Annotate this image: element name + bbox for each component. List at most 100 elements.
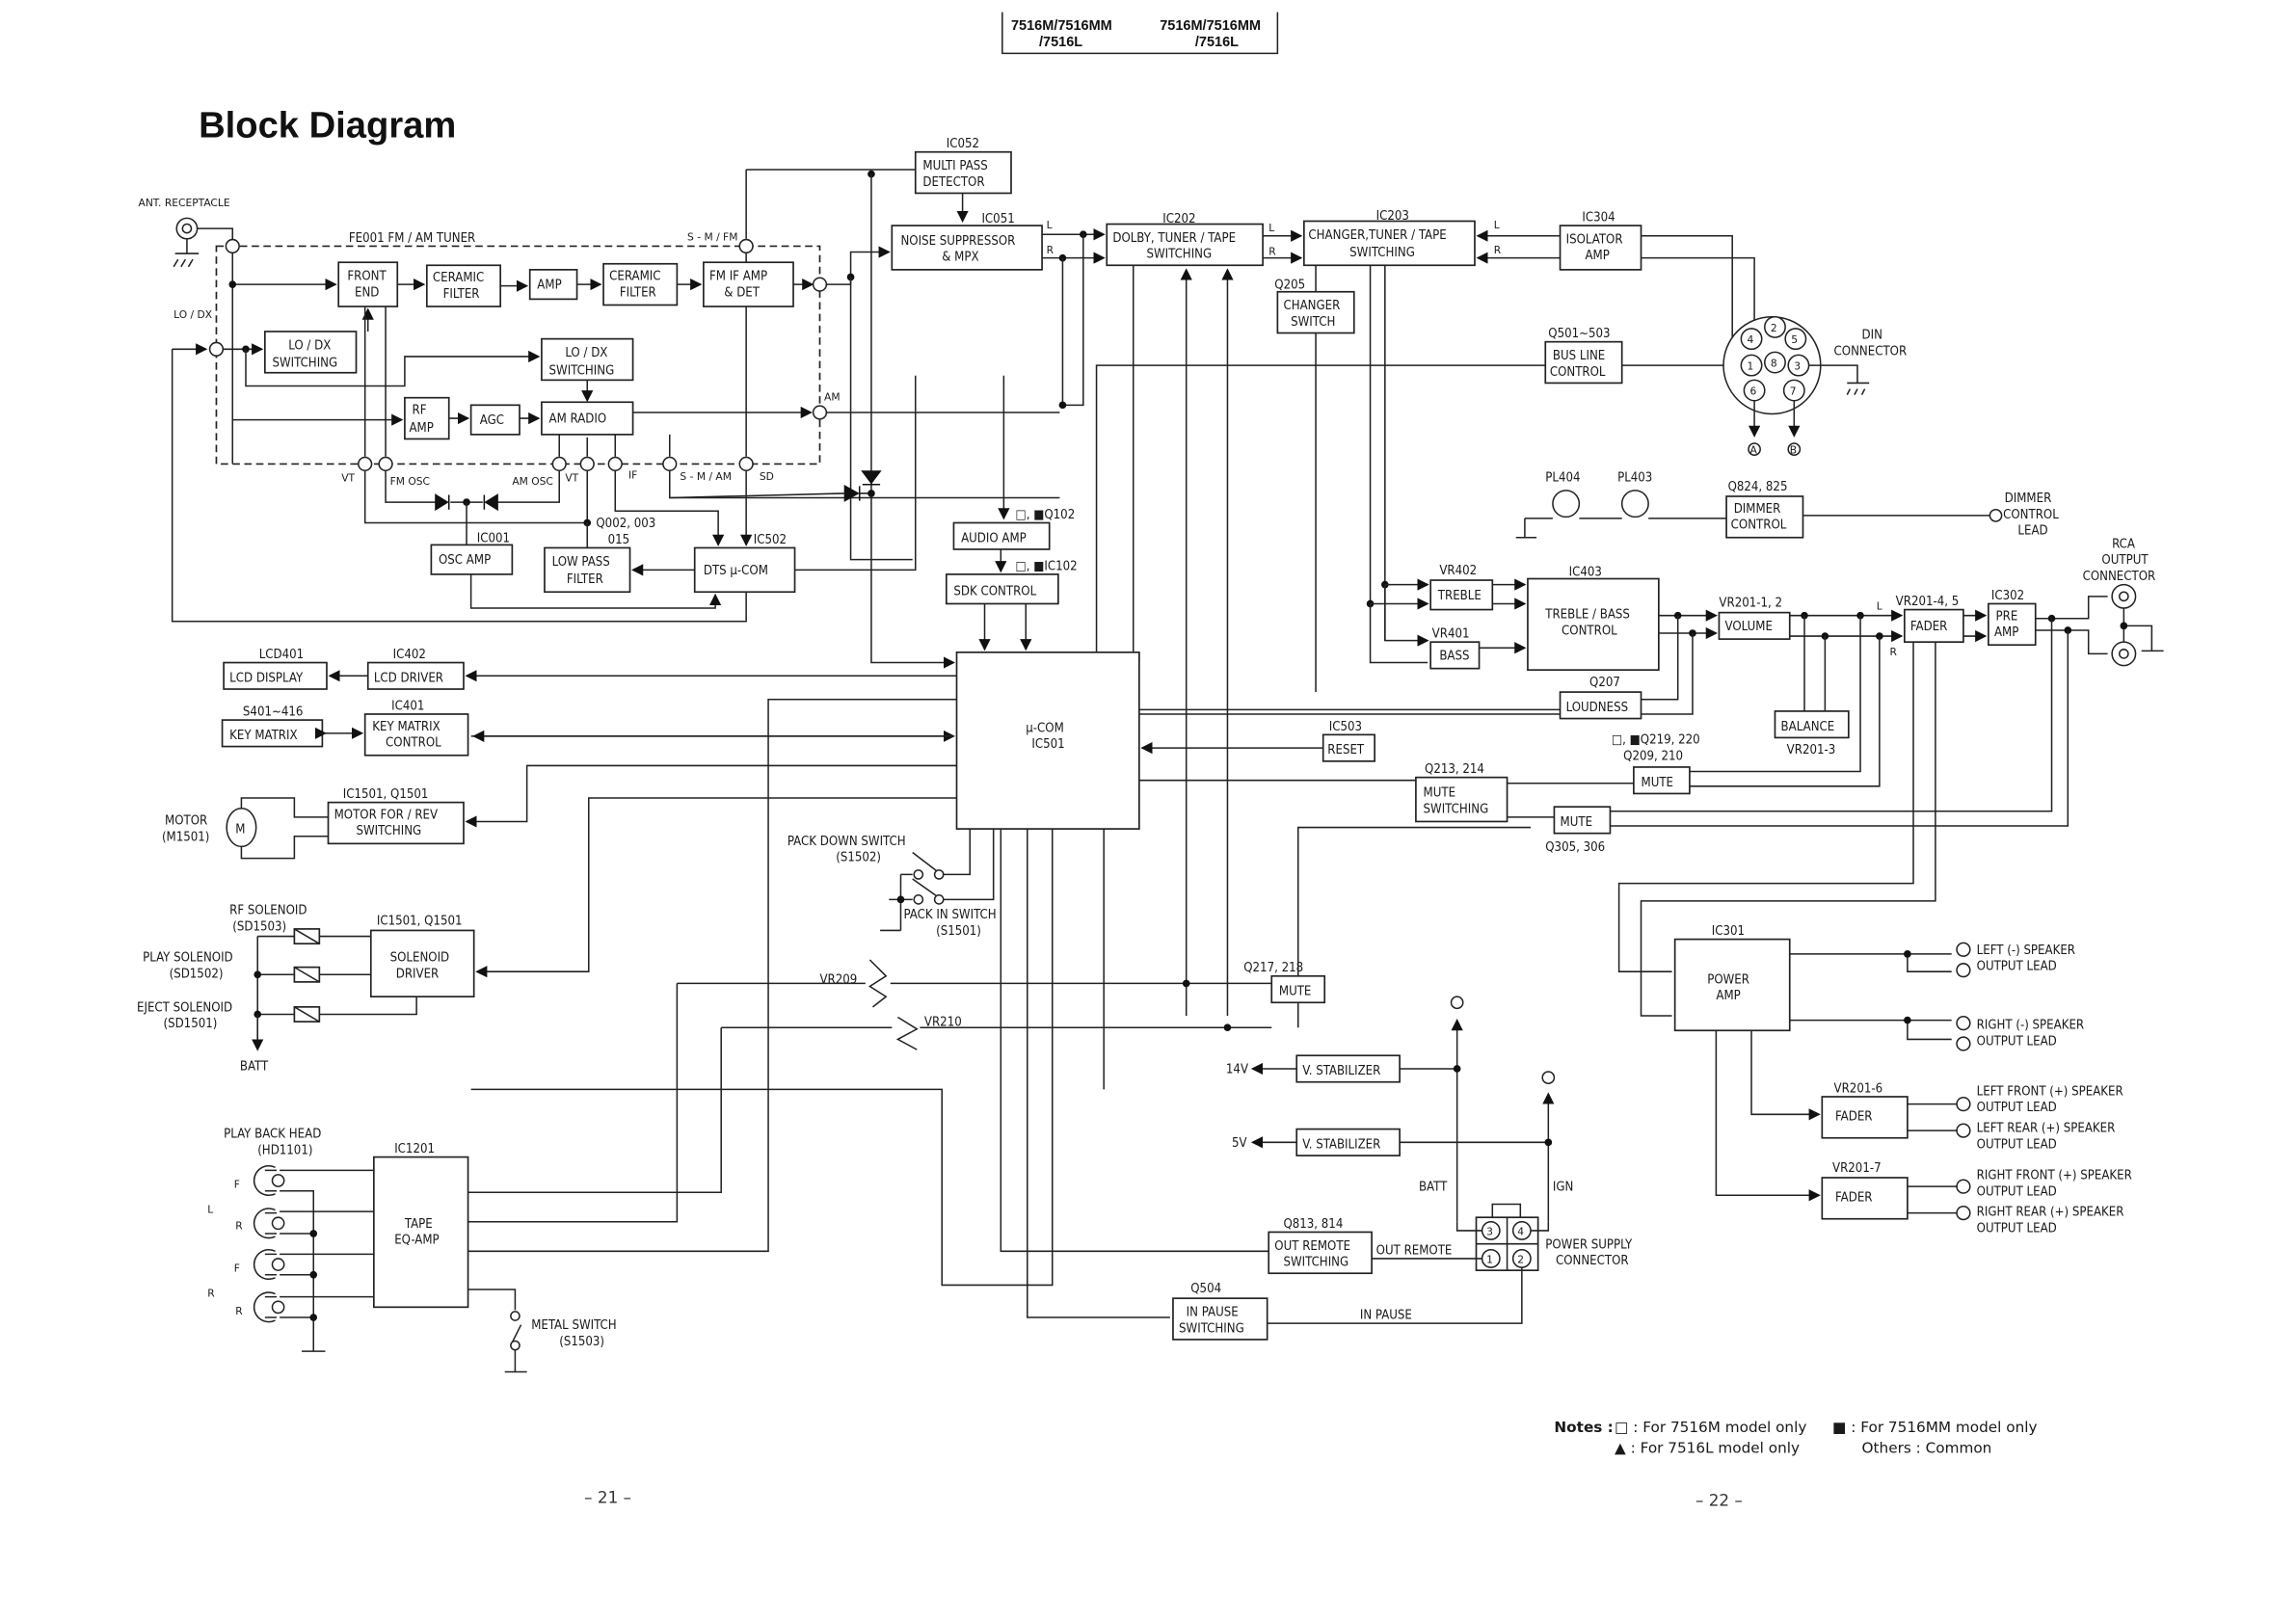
part-label: IC302: [1991, 589, 2024, 603]
part-label: IC001: [477, 531, 510, 545]
pin-label: 2: [1771, 322, 1777, 334]
part-label: IC301: [1712, 924, 1745, 939]
volume-block: [1718, 611, 1791, 640]
signal-label: IN PAUSE: [1360, 1309, 1412, 1323]
solenoid-label: (SD1502): [170, 967, 224, 981]
block-label: LOUDNESS: [1566, 701, 1628, 715]
part-label: VR201-3: [1787, 743, 1836, 757]
pin-label: AM OSC: [512, 475, 553, 488]
block-label: TREBLE / BASS: [1544, 608, 1630, 623]
page-number-right: – 22 –: [1695, 1490, 1743, 1509]
block-label: DETECTOR: [922, 175, 984, 190]
part-label: IC403: [1569, 565, 1602, 579]
block-label: SWITCHING: [549, 363, 615, 378]
voltage-label: 5V: [1232, 1136, 1247, 1151]
block-label: NOISE SUPPRESSOR: [900, 234, 1015, 249]
note-item: ■ : For 7516MM model only: [1832, 1419, 2037, 1436]
model-label: /7516L: [1039, 35, 1082, 50]
speaker-label: RIGHT (-) SPEAKER: [1977, 1019, 2084, 1033]
peripherals-section: LCD401 LCD DISPLAY IC402 LCD DRIVER S401…: [137, 648, 1531, 1318]
block-label: MUTE: [1279, 985, 1312, 999]
fader-vr201-7-block: [1821, 1177, 1909, 1220]
batt-label: BATT: [240, 1060, 269, 1075]
page-number-left: – 21 –: [584, 1487, 631, 1506]
block-label: FM IF AMP: [709, 270, 767, 284]
dimmer-control-block: [1725, 495, 1804, 539]
block-label: ISOLATOR: [1566, 232, 1623, 247]
model-label: /7516L: [1195, 35, 1239, 50]
mute-q209-block: [1633, 766, 1691, 795]
block-label: TAPE: [404, 1217, 433, 1232]
solenoid-label: RF SOLENOID: [229, 904, 307, 918]
pin-label: SD: [760, 470, 774, 483]
smfm-label: S - M / FM: [687, 230, 737, 243]
page-title: Block Diagram: [199, 104, 456, 146]
part-label: Q504: [1190, 1282, 1221, 1296]
block-label: AGC: [480, 413, 504, 428]
block-label: PRE: [1996, 609, 2018, 624]
part-label: 015: [608, 533, 630, 547]
part-label: VR201-6: [1834, 1081, 1883, 1096]
part-label: VR201-1, 2: [1719, 597, 1782, 611]
block-label: & MPX: [942, 251, 978, 265]
block-label: LCD DISPLAY: [229, 671, 304, 685]
key-matrix-control-block: [363, 713, 469, 757]
block-label: FILTER: [443, 287, 480, 302]
solenoid-label: EJECT SOLENOID: [137, 1000, 232, 1015]
block-label: AMP: [537, 279, 561, 293]
block-label: BALANCE: [1781, 720, 1835, 734]
head-f-label: F: [234, 1179, 240, 1191]
am-radio-block: [541, 401, 634, 436]
rf-amp-block: [404, 396, 450, 440]
solenoid-label: (SD1503): [232, 919, 286, 934]
part-label: PL403: [1617, 471, 1652, 486]
part-label: VR210: [924, 1016, 962, 1030]
rca-label: CONNECTOR: [2083, 570, 2156, 584]
model-label: 7516M/7516MM: [1011, 18, 1112, 34]
channel-label: L: [1047, 219, 1053, 231]
noise-suppressor-block: [891, 225, 1043, 271]
pin-label: 4: [1517, 1226, 1524, 1238]
amp-block: [528, 269, 578, 301]
pin-label: 2: [1517, 1254, 1524, 1266]
pin-label: VT: [341, 472, 355, 485]
channel-label: R: [1268, 246, 1276, 258]
speaker-label: LEFT REAR (+) SPEAKER: [1977, 1122, 2116, 1136]
motor-symbol: M: [235, 823, 245, 837]
block-label: LOW PASS: [552, 555, 610, 570]
head-r-label: R: [235, 1305, 243, 1317]
part-label: VR401: [1432, 627, 1470, 642]
block-label: BASS: [1439, 649, 1469, 663]
part-label: IC1501, Q1501: [343, 787, 429, 802]
switch-label: (S1503): [559, 1335, 604, 1349]
channel-label: L: [1268, 222, 1274, 234]
block-label: LO / DX: [288, 338, 331, 353]
switch-label: PACK DOWN SWITCH: [788, 835, 906, 849]
part-label: VR201-4, 5: [1896, 595, 1960, 609]
block-label: IC501: [1031, 737, 1064, 752]
mute-q305-block: [1553, 806, 1612, 835]
block-label: CONTROL: [1562, 624, 1617, 639]
control-core: □, ■Q102 AUDIO AMP □, ■IC102 SDK CONTROL…: [669, 375, 1561, 830]
connector-label: POWER SUPPLY: [1545, 1237, 1633, 1252]
part-label: IC052: [947, 137, 979, 151]
block-label: & DET: [724, 285, 761, 300]
block-label: OUT REMOTE: [1274, 1239, 1350, 1254]
block-label: MUTE: [1561, 815, 1593, 830]
block-label: SOLENOID: [390, 951, 450, 966]
note-item: ▲ : For 7516L model only: [1615, 1440, 1800, 1457]
motor-label: (M1501): [162, 830, 209, 844]
key-matrix-block: [221, 719, 324, 748]
rca-label: RCA: [2112, 537, 2135, 551]
lead-label: LEAD: [2017, 524, 2047, 539]
lcd-display-block: [223, 661, 328, 690]
speaker-label: OUTPUT LEAD: [1977, 1035, 2057, 1050]
lodx-label: LO / DX: [174, 308, 212, 321]
block-label: AM RADIO: [549, 412, 607, 427]
voltage-label: 14V: [1226, 1063, 1248, 1077]
part-label: VR209: [819, 972, 857, 987]
part-label: Q205: [1274, 279, 1305, 293]
block-label: V. STABILIZER: [1302, 1064, 1380, 1078]
block-label: CONTROL: [386, 736, 441, 751]
